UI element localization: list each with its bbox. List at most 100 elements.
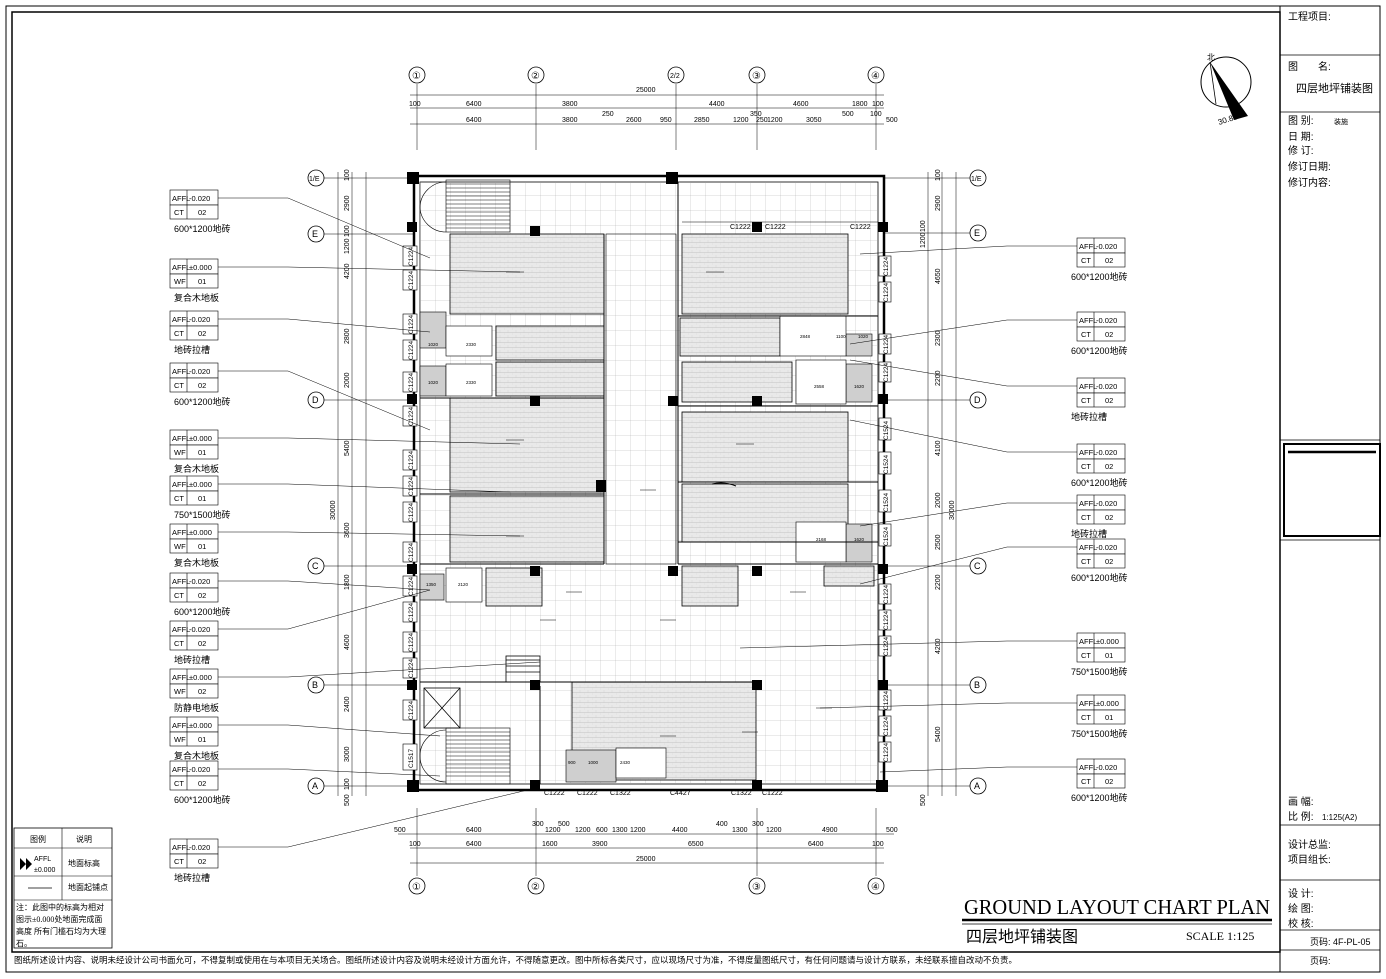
dim-left-7: 2000 <box>344 372 351 388</box>
grid-right-5: B <box>974 680 980 690</box>
window-left-16: C1517 <box>408 748 415 768</box>
tag-desc: 600*1200地砖 <box>174 223 231 234</box>
columns <box>407 172 888 792</box>
sheet-size-label: 画 幅: <box>1288 795 1314 808</box>
dim-top-r2-11: 3050 <box>806 117 822 124</box>
tag-num: 01 <box>198 494 206 503</box>
tag-num: 02 <box>1105 462 1113 471</box>
tag-code: WF <box>174 687 186 696</box>
room-wood-5 <box>495 361 605 397</box>
plan-title-block: GROUND LAYOUT CHART PLAN 四层地坪铺装图 SCALE 1… <box>962 895 1272 946</box>
room-dim-9: 1620 <box>854 384 865 389</box>
start-point-markers <box>506 271 832 737</box>
grid-right-1: 1/E <box>971 176 982 183</box>
checker-label: 校 核: <box>1288 917 1314 930</box>
dim-top-r1-2: 6400 <box>466 101 482 108</box>
grid-left-3: D <box>312 395 319 405</box>
dim-top-r2-far: 500 <box>886 117 898 124</box>
leader-line <box>819 702 1077 709</box>
grid-bottom-2: ② <box>531 882 540 893</box>
grid-axes-bottom: ① ② ③ ④ <box>408 877 885 895</box>
dim-top-r2-9: 250 <box>756 117 768 124</box>
dim-bot-r1-6: 1200 <box>575 827 591 834</box>
category-label: 图 别: <box>1288 115 1314 127</box>
tag-level: -0.020 <box>1096 499 1117 508</box>
window-right-11: C1224 <box>883 636 890 656</box>
window-right-3: C1224 <box>883 334 890 354</box>
window-left-7: C1224 <box>408 450 415 470</box>
tag-affl: AFFL <box>1079 242 1097 251</box>
dim-bot-r2-3: 1600 <box>542 841 558 848</box>
date-label: 日 期: <box>1288 131 1314 143</box>
window-top-2: C1222 <box>765 224 786 231</box>
tag-level: ±0.000 <box>1096 637 1119 646</box>
dim-left-8: 5400 <box>344 440 351 456</box>
tag-level: -0.020 <box>1096 316 1117 325</box>
dim-bot-r2-7: 100 <box>872 841 884 848</box>
tag-affl: AFFL <box>172 480 190 489</box>
grid-bottom-3: ③ <box>752 882 761 893</box>
dim-top-r2-3: 250 <box>602 111 614 118</box>
window-left-14: C1224 <box>408 658 415 678</box>
window-right-12: C1224 <box>883 690 890 710</box>
tag-affl: AFFL <box>172 263 190 272</box>
dim-right-4: 1200 <box>920 232 927 248</box>
dim-right-13: 5400 <box>935 726 942 742</box>
grid-left-5: B <box>312 680 318 690</box>
leader-line <box>849 319 1077 345</box>
revision-date-label: 修订日期: <box>1288 160 1331 173</box>
plan-title-en: GROUND LAYOUT CHART PLAN <box>964 895 1270 919</box>
window-left-15: C1224 <box>408 700 415 720</box>
tag-affl: AFFL <box>172 367 190 376</box>
dim-bot-r1-3: 300 <box>532 821 544 828</box>
tag-level: -0.020 <box>189 765 210 774</box>
tag-num: 02 <box>1105 330 1113 339</box>
window-top-1: C1222 <box>730 224 751 231</box>
room-dim-1: 1020 <box>428 342 439 347</box>
legend-note: 注：此图中的标高为相对图示±0.000处地面完成面高度 所有门槛石均为大理石。 <box>16 903 106 948</box>
tag-code: WF <box>174 735 186 744</box>
leader-line <box>849 359 1077 387</box>
tag-level: ±0.000 <box>189 673 212 682</box>
tag-num: 02 <box>198 779 206 788</box>
leader-line <box>218 724 441 737</box>
scale-label: 比 例: <box>1288 810 1314 823</box>
dim-top-r2-8: 350 <box>750 111 762 118</box>
stair-top-left <box>419 179 511 233</box>
leader-line <box>218 318 431 333</box>
dim-left-3: 100 <box>344 225 351 237</box>
dim-right-1: 100 <box>935 169 942 181</box>
dim-left-1: 100 <box>344 169 351 181</box>
leader-line <box>849 419 1077 453</box>
tag-affl: AFFL <box>1079 382 1097 391</box>
team-lead-label: 项目组长: <box>1288 853 1331 866</box>
dim-bot-r1-14: 1200 <box>766 827 782 834</box>
dim-left-6: 2800 <box>344 328 351 344</box>
tag-num: 02 <box>198 639 206 648</box>
tag-level: -0.020 <box>189 577 210 586</box>
grid-right-2: E <box>974 228 980 238</box>
tag-code: CT <box>174 857 184 866</box>
tag-desc: 750*1500地砖 <box>174 509 231 520</box>
window-left-1: C1224 <box>408 246 415 266</box>
revision-label: 修 订: <box>1288 144 1314 157</box>
grid-top-5: ④ <box>871 71 880 82</box>
tag-level: ±0.000 <box>189 434 212 443</box>
tag-desc: 750*1500地砖 <box>1071 666 1128 677</box>
dim-top-r1-6: 1800 <box>852 101 868 108</box>
dims-bottom: 500 6400 300 1200 500 1200 600 1300 1200… <box>394 808 898 876</box>
windows-top: C1222 C1222 C1222 <box>682 221 878 231</box>
grid-left-2: E <box>312 229 318 239</box>
tag-code: CT <box>1081 713 1091 722</box>
grid-left-4: C <box>312 561 319 571</box>
tag-num: 02 <box>198 687 206 696</box>
room-dim-7: 1020 <box>858 334 869 339</box>
grid-axes-left: 1/E E D C B A <box>307 169 414 795</box>
